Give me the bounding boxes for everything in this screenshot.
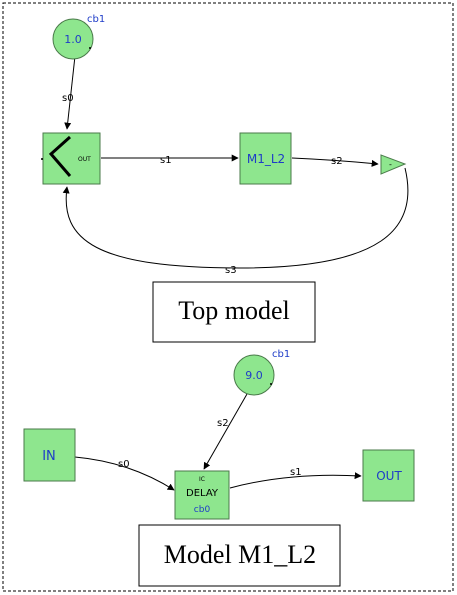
wire-s0-top bbox=[64, 55, 76, 130]
delay-tag: cb0 bbox=[194, 505, 211, 515]
sigma-sum-icon bbox=[48, 135, 72, 177]
m1-l2-label: M1_L2 bbox=[247, 152, 285, 166]
in-block[interactable]: IN bbox=[23, 428, 76, 482]
out-block[interactable]: OUT bbox=[362, 449, 415, 502]
m1-l2-block[interactable]: M1_L2 bbox=[239, 132, 292, 185]
delay-ic-label: IC bbox=[199, 476, 205, 483]
top-model-caption: Top model bbox=[178, 296, 290, 325]
out-label: OUT bbox=[376, 469, 402, 483]
sum-block[interactable]: OUT bbox=[41, 132, 101, 185]
signal-label-s1: s1 bbox=[160, 155, 172, 166]
wire-s3-top bbox=[62, 167, 409, 269]
port-dot bbox=[270, 383, 272, 385]
gain-block[interactable]: - bbox=[380, 154, 407, 175]
delay-block[interactable]: IC DELAY cb0 bbox=[174, 470, 230, 520]
triangle-gain-icon bbox=[380, 154, 407, 175]
top-model: s0 s1 s2 s3 1.0 cb1 OUT M1_L2 - bbox=[41, 14, 409, 343]
gain-label: - bbox=[389, 160, 392, 169]
model-m1-l2: s0 s1 s2 IN 9.0 cb1 IC DELAY cb0 OUT bbox=[23, 349, 415, 587]
port-dot bbox=[89, 47, 91, 49]
constant-block-top[interactable]: 1.0 cb1 bbox=[52, 14, 105, 60]
signal-label-s0: s0 bbox=[118, 459, 130, 470]
signal-label-s1: s1 bbox=[290, 467, 302, 478]
constant-tag: cb1 bbox=[272, 349, 290, 360]
wire-s2-top bbox=[291, 157, 379, 167]
signal-label-s2: s2 bbox=[331, 156, 343, 167]
port-dot bbox=[41, 158, 43, 160]
signal-label-s0: s0 bbox=[62, 93, 74, 104]
wire-s1-m1 bbox=[229, 472, 362, 489]
signal-label-s3: s3 bbox=[225, 265, 237, 276]
constant-value: 1.0 bbox=[64, 33, 82, 46]
constant-tag: cb1 bbox=[87, 14, 105, 25]
model-m1-caption-box bbox=[138, 524, 341, 587]
signal-label-s2: s2 bbox=[217, 418, 229, 429]
in-label: IN bbox=[42, 449, 56, 464]
model-m1-caption: Model M1_L2 bbox=[164, 540, 316, 569]
wire-s2-m1 bbox=[203, 393, 248, 470]
top-model-caption-box bbox=[152, 281, 316, 343]
wire-s0-m1 bbox=[74, 456, 175, 491]
delay-label: DELAY bbox=[186, 488, 219, 499]
constant-value: 9.0 bbox=[245, 369, 263, 382]
constant-block-m1[interactable]: 9.0 cb1 bbox=[233, 349, 290, 396]
sum-port-label: OUT bbox=[78, 156, 91, 163]
